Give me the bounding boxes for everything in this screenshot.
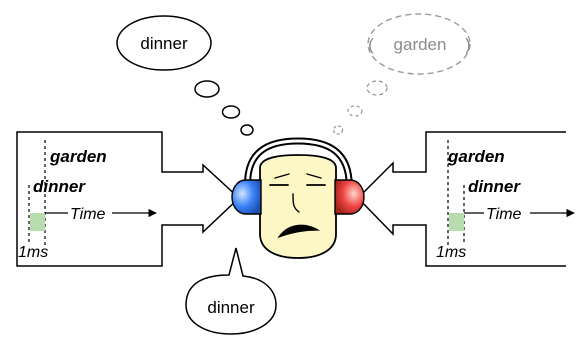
thought-text-left: dinner: [140, 34, 188, 53]
headphone-band-inner: [246, 139, 351, 194]
nose: [292, 193, 300, 213]
word-garden: garden: [447, 147, 505, 166]
axis-label-bg: [68, 202, 112, 222]
interval-box: [30, 213, 45, 231]
interval-label: 1ms: [436, 244, 466, 261]
thought-dot: [194, 80, 220, 98]
interval-label: 1ms: [18, 244, 48, 261]
time-label: Time: [70, 206, 106, 223]
thought-bubble-left: dinner: [116, 15, 254, 136]
bracket-open: (: [368, 35, 374, 54]
thought-cloud-dashed: [367, 13, 471, 75]
right-earcup: [334, 179, 365, 215]
bracket-close: ): [465, 35, 471, 54]
word-dinner: dinner: [468, 177, 521, 196]
time-label: Time: [486, 206, 522, 223]
left-panel: garden dinner Time 1ms: [16, 131, 241, 267]
word-garden: garden: [49, 147, 107, 166]
thought-dot-dashed: [332, 125, 344, 135]
right-panel: garden dinner Time 1ms: [356, 131, 575, 267]
thought-dot: [221, 105, 241, 119]
thought-text-right: garden: [394, 35, 447, 54]
speech-bubble-shape: [185, 247, 277, 335]
thought-dot-dashed: [366, 80, 388, 96]
speech-bubble: dinner: [185, 247, 277, 335]
thought-cloud: [116, 15, 212, 71]
listener-face: [231, 137, 365, 259]
thought-dot-dashed: [347, 105, 363, 117]
thought-dot: [240, 124, 254, 136]
thought-bubble-right: garden ( ): [332, 13, 471, 135]
left-earcup: [231, 179, 262, 215]
interval-box: [449, 213, 464, 231]
right-brow: [306, 173, 322, 179]
speech-text: dinner: [207, 298, 255, 317]
left-arrow-panel: [16, 131, 241, 267]
word-dinner: dinner: [33, 177, 86, 196]
axis-label-bg: [484, 202, 530, 222]
left-brow: [274, 173, 290, 179]
frowning-mouth: [277, 224, 321, 239]
face-head: [259, 154, 337, 259]
